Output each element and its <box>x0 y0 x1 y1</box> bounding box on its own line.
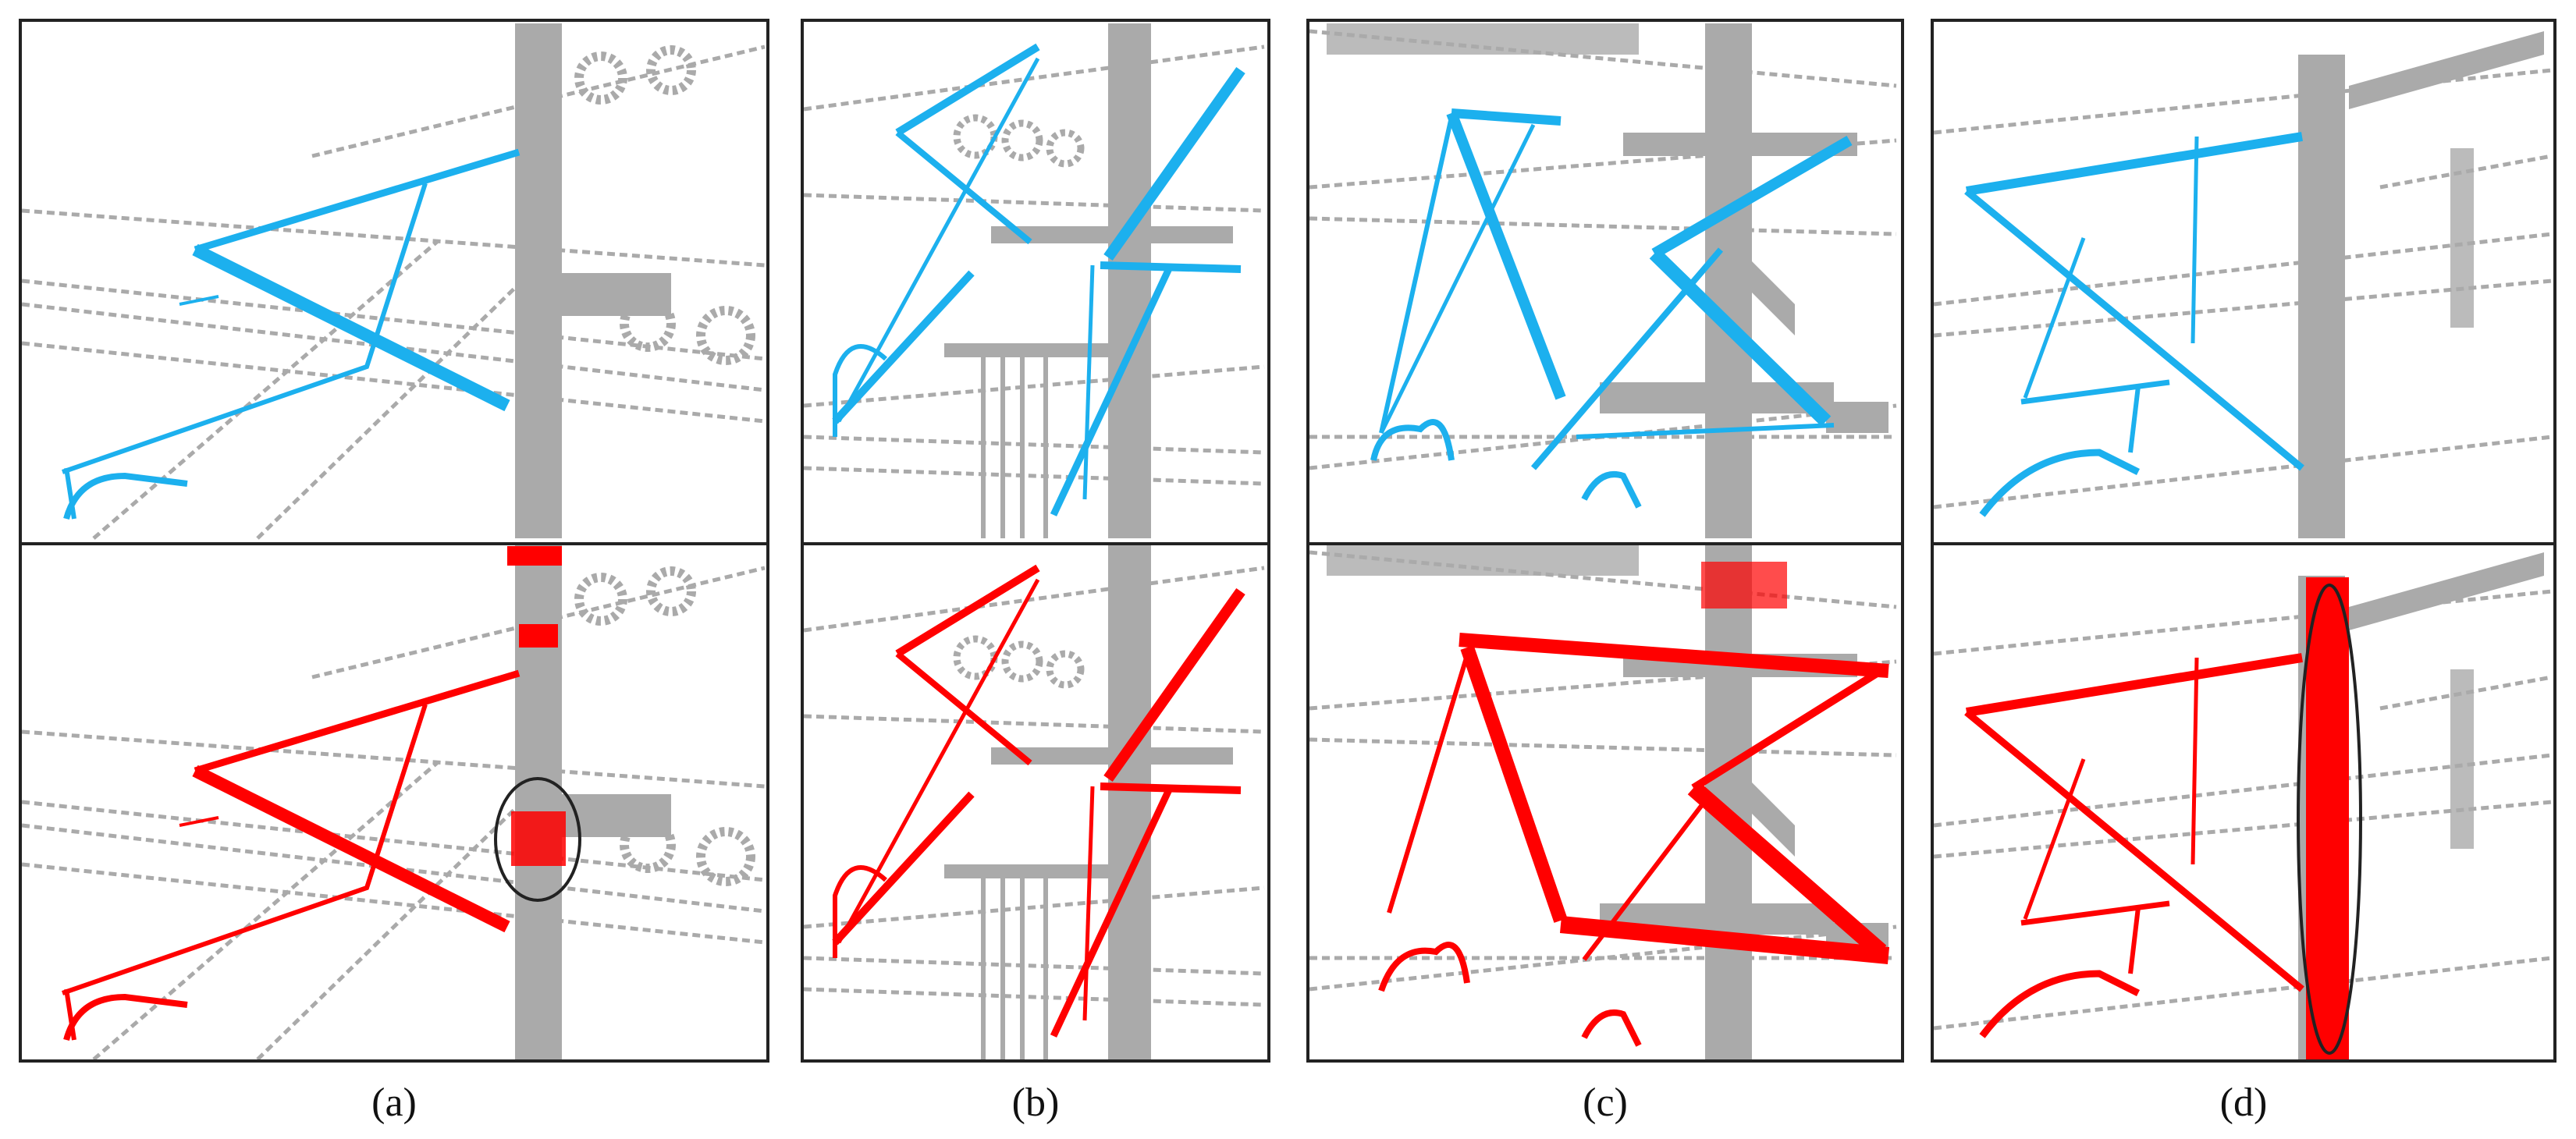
caption-c: (c) <box>1583 1080 1628 1125</box>
divider-d <box>1931 542 2556 545</box>
divider-b <box>801 542 1270 545</box>
panel-b <box>801 19 1270 1063</box>
caption-b: (b) <box>1011 1080 1060 1125</box>
caption-d: (d) <box>2219 1080 2268 1125</box>
caption-a: (a) <box>371 1080 417 1125</box>
anomaly-ellipse-a <box>494 777 581 902</box>
divider-c <box>1306 542 1904 545</box>
divider-a <box>19 542 769 545</box>
anomaly-ellipse-d <box>2297 584 2362 1055</box>
